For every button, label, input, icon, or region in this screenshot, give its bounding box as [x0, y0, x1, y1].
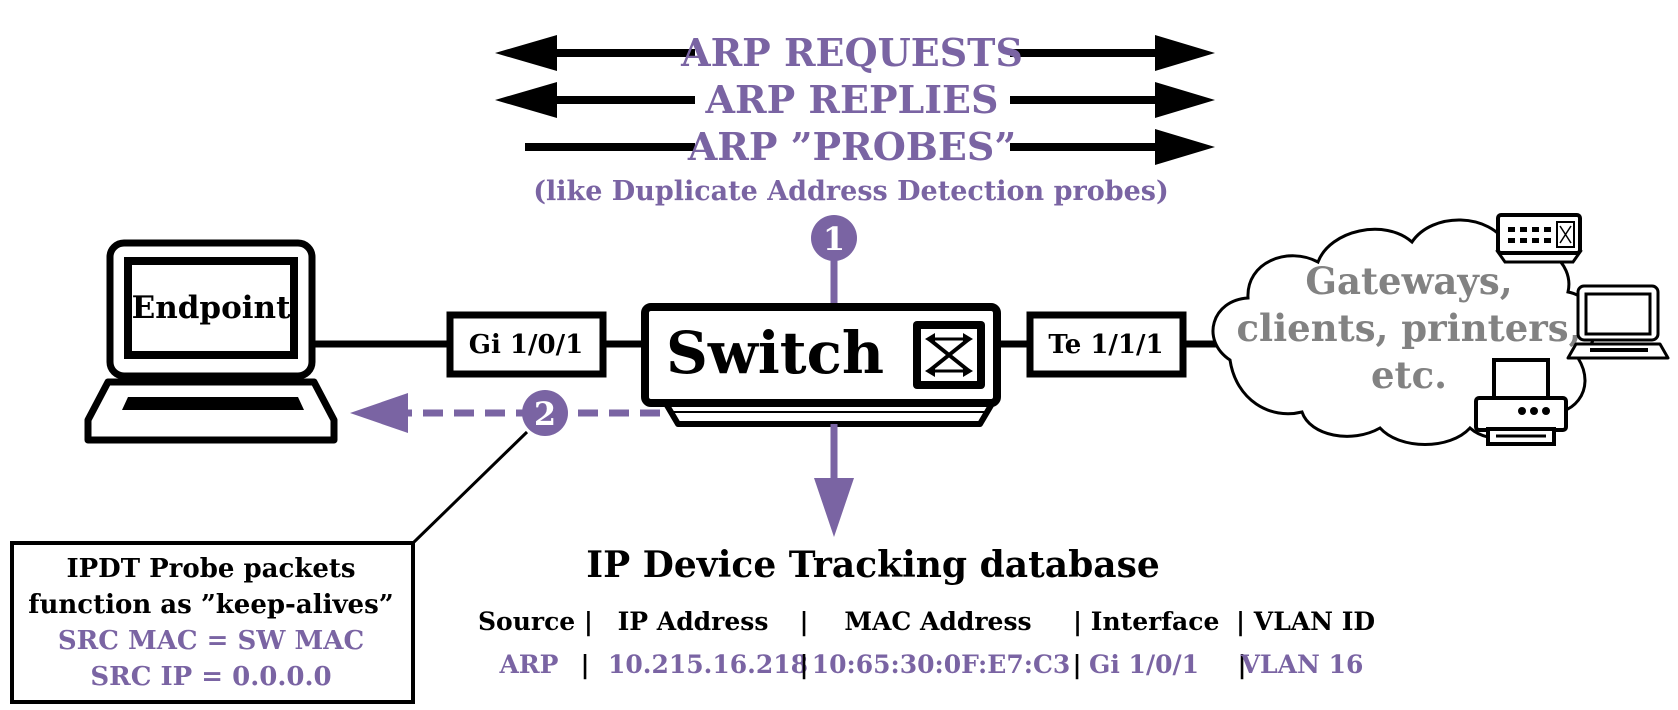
step2-badge	[522, 390, 568, 436]
db-cell-source: ARP	[499, 650, 559, 679]
db-cell-sep2: |	[799, 650, 808, 679]
cloud-label-line2: clients, printers,	[1237, 306, 1582, 350]
cloud-label-line1: Gateways,	[1305, 259, 1512, 303]
step2-arrowhead	[350, 393, 408, 433]
step1-number: 1	[823, 220, 845, 258]
db-header-vlan: | VLAN ID	[1236, 607, 1375, 636]
network-device-icon	[1495, 213, 1583, 264]
callout-line4: SRC IP = 0.0.0.0	[90, 662, 331, 692]
interface-te-box	[1026, 311, 1187, 378]
db-cell-vlan: VLAN 16	[1240, 650, 1364, 679]
step2-number: 2	[534, 395, 556, 433]
callout-box	[10, 541, 415, 704]
db-cell-mac: 10:65:30:0F:E7:C3	[812, 650, 1071, 679]
step1-badge	[811, 215, 857, 261]
interface-gi-label: Gi 1/0/1	[469, 330, 583, 360]
arp-probes-arrow	[525, 129, 1215, 165]
db-header-mac: MAC Address	[844, 607, 1031, 636]
callout-leader	[411, 430, 529, 545]
printer-icon	[1474, 358, 1568, 446]
db-header-ip: IP Address	[618, 607, 769, 636]
db-cell-sep3: |	[1072, 650, 1081, 679]
db-cell-interface: Gi 1/0/1	[1089, 650, 1199, 679]
arp-requests-arrow	[495, 35, 1215, 71]
endpoint-label: Endpoint	[132, 290, 292, 326]
arp-replies-label: ARP REPLIES	[705, 77, 999, 122]
database-header-row: Source | IP Address | MAC Address | Inte…	[478, 607, 1375, 636]
db-cell-sep1: |	[580, 650, 589, 679]
db-header-source: Source |	[478, 607, 593, 636]
db-header-interface: | Interface	[1073, 607, 1219, 636]
switch-icon	[641, 303, 1001, 427]
client-laptop-icon	[1566, 284, 1670, 360]
db-cell-ip: 10.215.16.218	[608, 650, 808, 679]
arp-requests-label: ARP REQUESTS	[680, 30, 1023, 75]
db-arrowhead	[814, 478, 854, 537]
db-cell-sep4: |	[1237, 650, 1246, 679]
callout-line3: SRC MAC = SW MAC	[58, 626, 364, 656]
endpoint-laptop-icon	[84, 239, 338, 444]
callout-line2: function as ”keep-alives”	[28, 590, 393, 620]
interface-te-label: Te 1/1/1	[1048, 330, 1163, 360]
db-header-sep: |	[799, 607, 808, 636]
arp-probes-label: ARP ”PROBES”	[687, 124, 1016, 169]
database-data-row: ARP | 10.215.16.218 | 10:65:30:0F:E7:C3 …	[499, 650, 1364, 679]
arp-probes-note: (like Duplicate Address Detection probes…	[533, 176, 1169, 207]
callout-line1: IPDT Probe packets	[66, 554, 355, 584]
cloud-label-line3: etc.	[1371, 353, 1447, 397]
interface-gi-box	[446, 311, 607, 378]
switch-label: Switch	[666, 319, 884, 387]
arp-replies-arrow	[495, 82, 1215, 118]
database-title: IP Device Tracking database	[586, 544, 1160, 586]
